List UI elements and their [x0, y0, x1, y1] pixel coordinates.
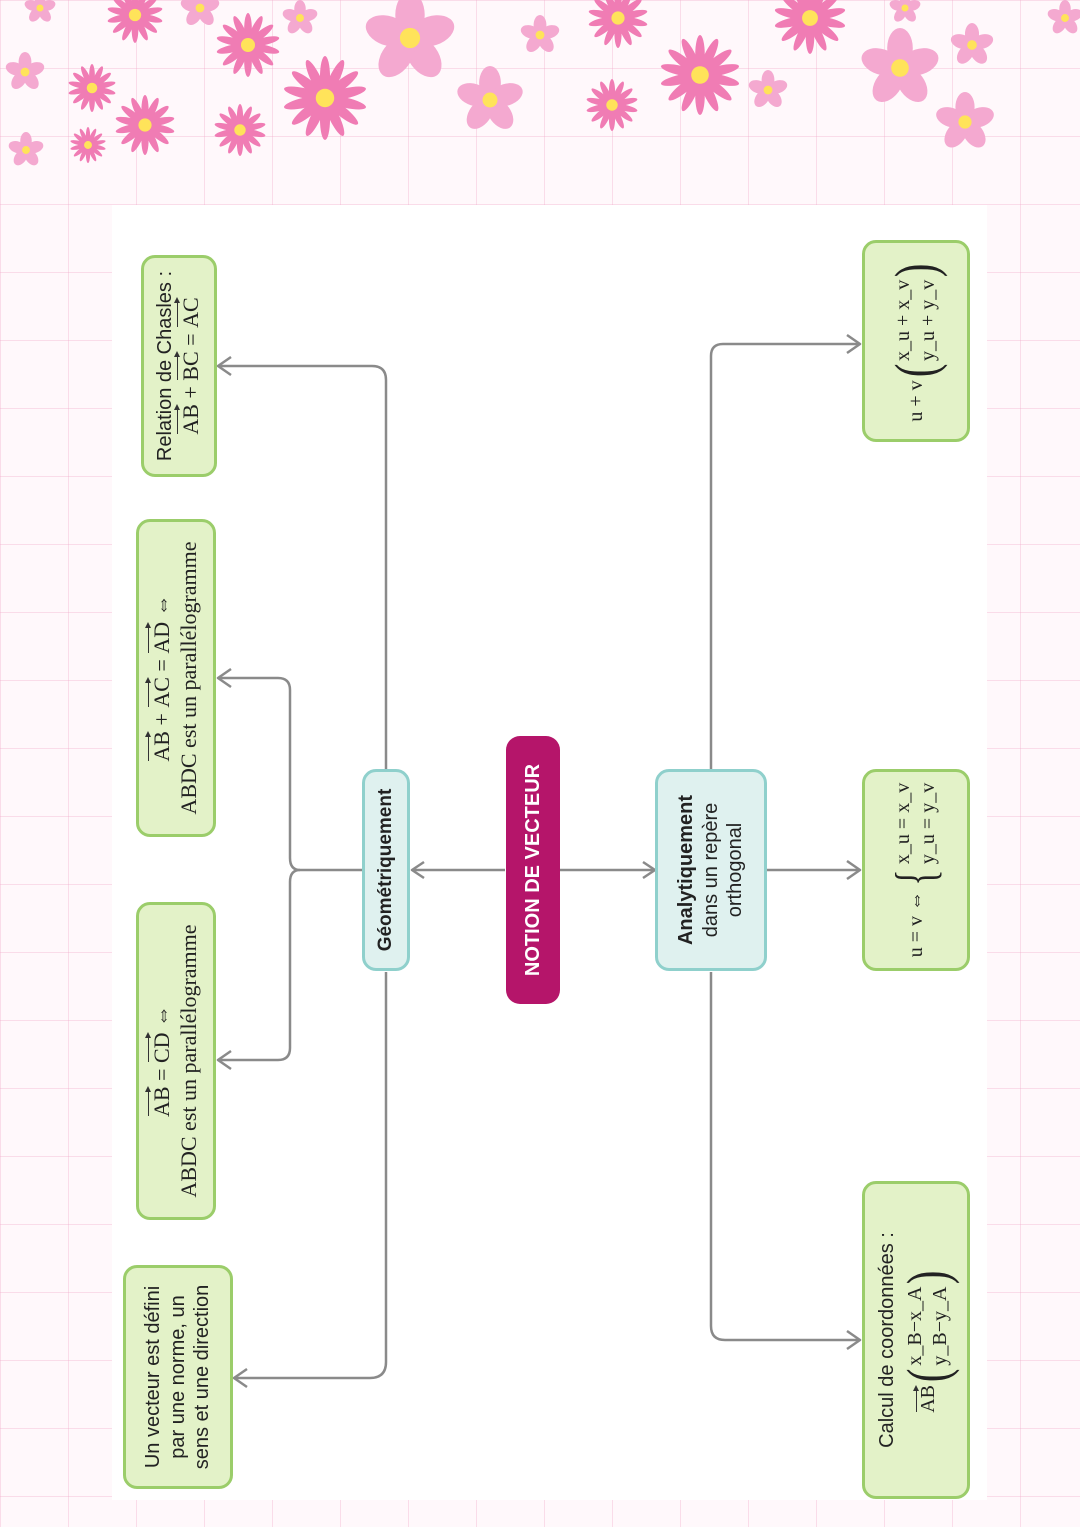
sum-left: u + v [904, 380, 927, 422]
flower-icon [588, 0, 648, 48]
equivalence-sign: ⇔ [149, 1004, 175, 1027]
branch-analytic: Analytiquement dans un repère orthogonal [655, 769, 767, 971]
equality-formula: u = v ⇔ { x_u = x_v y_u = y_v [885, 782, 947, 958]
arrow-icon [846, 1329, 862, 1351]
flower-banner [5, 0, 1080, 166]
root-label: NOTION DE VECTEUR [521, 763, 544, 977]
flower-icon [936, 92, 994, 148]
flower-icon [8, 132, 44, 166]
node-definition: Un vecteur est défini par une norme, un … [123, 1265, 233, 1489]
flower-icon [180, 0, 220, 26]
flower-icon [774, 0, 846, 54]
flower-icon [520, 15, 560, 53]
equal-vectors-line2: ABDC est un parallélogramme [176, 924, 201, 1198]
definition-line2: par une norme, un [166, 1295, 189, 1459]
flower-icon [1047, 0, 1080, 34]
flower-icon [586, 79, 638, 131]
vector-ab: AB [149, 1086, 175, 1118]
vector-ab: AB [149, 731, 175, 762]
node-chasles: Relation de Chasles : AB + BC = AC [141, 255, 217, 477]
arrow-icon [410, 860, 425, 880]
coordinates-line1: Calcul de coordonnées : [875, 1232, 898, 1448]
flower-icon [950, 23, 994, 64]
arrow-icon [232, 1367, 248, 1389]
connector-analytic-sum [709, 342, 858, 770]
sum-bottom: y_u + y_v [917, 279, 939, 361]
connector-geometric-trunk-up [220, 364, 388, 770]
flower-icon [457, 66, 523, 129]
equality-left: u = v ⇔ [904, 890, 927, 958]
root-node: NOTION DE VECTEUR [506, 736, 560, 1004]
equals-sign: = [149, 1068, 175, 1081]
sum-formula: u + v ( x_u + x_v y_u + y_v ) [883, 263, 948, 422]
node-equal-vectors: AB = CD ⇔ ABDC est un parallélogramme [136, 902, 216, 1220]
coordinates-formula: AB ( x_B−x_A y_B−y_A ) [895, 1270, 961, 1413]
flower-icon [861, 28, 939, 103]
arrow-icon [216, 1049, 232, 1071]
flower-icon [748, 70, 788, 108]
equal-vectors-formula: AB = CD ⇔ [149, 1005, 176, 1117]
flower-icon [216, 13, 280, 77]
flower-icon [284, 56, 366, 140]
plus-sign: + [177, 386, 203, 399]
arrow-icon [216, 355, 232, 377]
equality-top: x_u = x_v [892, 782, 914, 865]
arrow-icon [216, 667, 232, 689]
connector-analytic-coordinates [709, 972, 858, 1342]
definition-line3: sens et une direction [191, 1284, 214, 1470]
connector-geometric-trunk-down [236, 972, 388, 1380]
flower-icon [5, 52, 45, 90]
branch-analytic-line2: dans un repère [699, 802, 722, 938]
sum-parallelogram-line2: ABDC est un parallélogramme [176, 541, 201, 815]
flower-icon [107, 0, 163, 43]
node-equality: u = v ⇔ { x_u = x_v y_u = y_v [862, 769, 970, 971]
connector-geometric-brace-low [220, 868, 301, 1062]
sum-parallelogram-formula: AB + AC = AD ⇔ [149, 594, 176, 761]
flower-icon [660, 35, 740, 115]
branch-geometric: Géométriquement [362, 769, 410, 971]
node-sum-parallelogram: AB + AC = AD ⇔ ABDC est un parallélogram… [136, 519, 216, 837]
branch-geometric-label: Géométriquement [375, 788, 397, 952]
vector-ac: AC [177, 297, 203, 328]
branch-analytic-line3: orthogonal [724, 822, 747, 918]
branch-analytic-line1: Analytiquement [675, 794, 698, 946]
sum-top: x_u + x_v [892, 279, 914, 361]
vector-ac: AC [149, 677, 175, 708]
flower-icon [115, 95, 175, 155]
definition-line1: Un vecteur est défini [142, 1285, 165, 1469]
connector-geometric-brace [220, 676, 362, 872]
node-sum: u + v ( x_u + x_v y_u + y_v ) [862, 240, 970, 442]
vector-ab: AB [177, 404, 203, 435]
equality-bottom: y_u = y_v [917, 782, 939, 865]
equals-sign: = [177, 333, 203, 346]
arrow-icon [846, 333, 862, 355]
flower-icon [282, 0, 318, 34]
coordinates-bottom: y_B−y_A [929, 1286, 952, 1366]
equals-sign: = [149, 659, 175, 672]
flower-icon [70, 127, 106, 163]
arrow-icon [846, 859, 862, 881]
node-coordinates: Calcul de coordonnées : AB ( x_B−x_A y_B… [862, 1181, 970, 1499]
flower-icon [365, 0, 455, 78]
coordinates-top: x_B−x_A [904, 1286, 927, 1366]
chasles-formula: AB + BC = AC [178, 297, 205, 434]
flower-icon [889, 0, 921, 22]
vector-bc: BC [177, 351, 203, 381]
vector-ad: AD [149, 621, 175, 654]
vector-ab: AB [916, 1384, 939, 1413]
vector-cd: CD [149, 1032, 175, 1064]
equivalence-sign: ⇔ [149, 594, 175, 617]
flower-icon [68, 64, 116, 112]
flower-icon [24, 0, 56, 22]
flower-icon [214, 104, 266, 156]
plus-sign: + [149, 713, 175, 726]
